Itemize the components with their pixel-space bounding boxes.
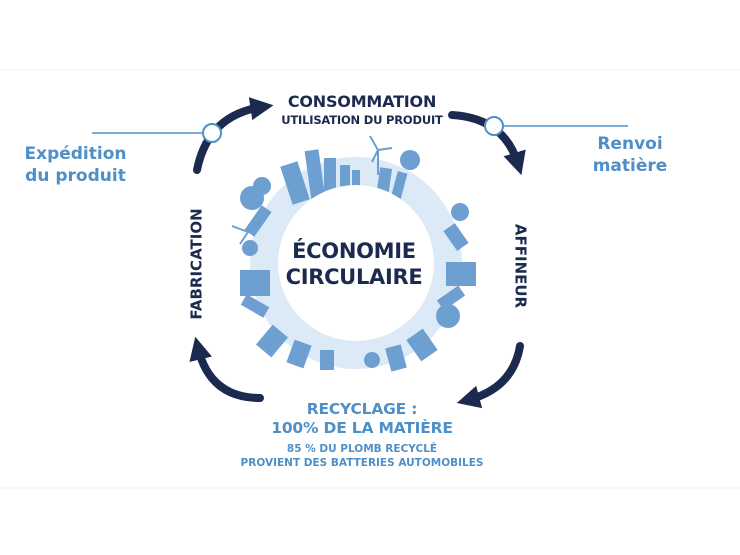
renvoi-label: Renvoi matière <box>592 134 668 177</box>
recyclage-subtitle: 100% DE LA MATIÈRE <box>271 419 453 437</box>
arrow-affineur-to-recyclage <box>456 342 524 409</box>
renvoi-connector-dot <box>484 116 504 136</box>
arrow-recyclage-to-fabrication <box>189 336 264 402</box>
recyclage-note-2: PROVIENT DES BATTERIES AUTOMOBILES <box>240 457 484 469</box>
recyclage-note-1: 85 % DU PLOMB RECYCLÉ <box>286 443 438 455</box>
expedition-connector-dot <box>202 123 222 143</box>
consommation-title: CONSOMMATION <box>287 92 437 111</box>
fabrication-label: FABRICATION <box>187 208 206 320</box>
city-skyline-circle-icon <box>231 135 476 372</box>
economie-circulaire-title: ÉCONOMIE CIRCULAIRE <box>285 239 423 290</box>
consommation-subtitle: UTILISATION DU PRODUIT <box>281 113 443 127</box>
affineur-label: AFFINEUR <box>511 223 530 309</box>
recyclage-title: RECYCLAGE : <box>306 400 418 418</box>
expedition-label: Expédition du produit <box>24 144 127 187</box>
